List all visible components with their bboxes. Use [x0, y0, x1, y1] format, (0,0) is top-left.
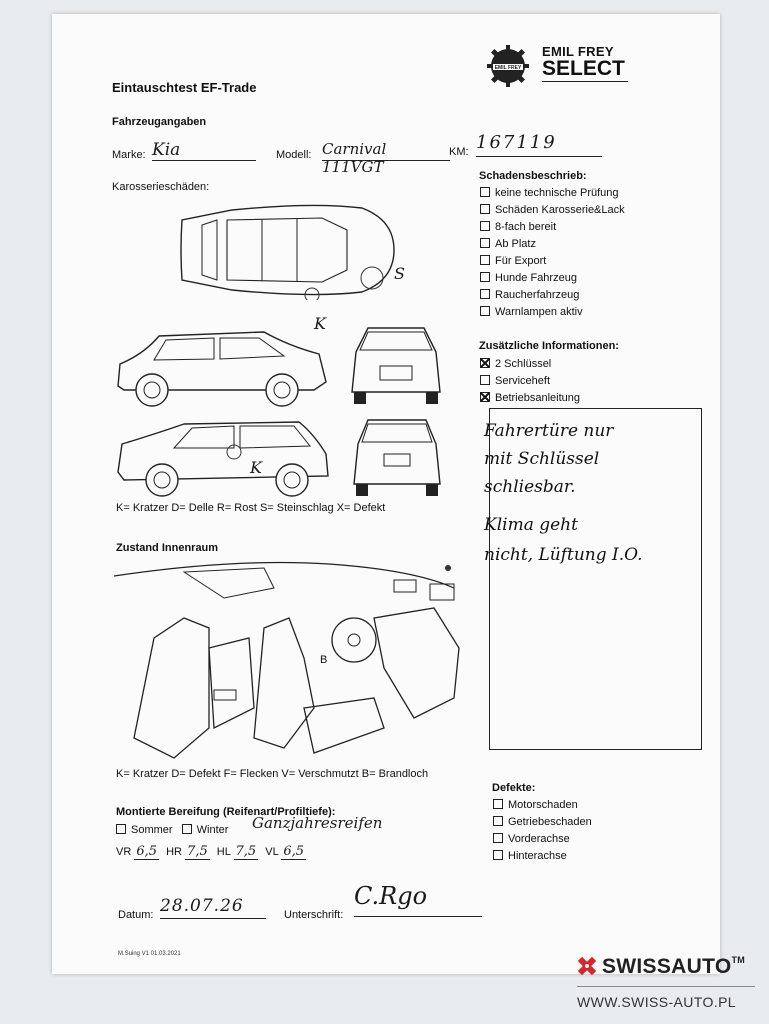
damage-item-smoker[interactable]: Raucherfahrzeug	[480, 289, 625, 301]
damage-item-no-tech-check[interactable]: keine technische Prüfung	[480, 187, 625, 199]
mark-s: S	[394, 264, 405, 283]
damage-item-dog-vehicle[interactable]: Hunde Fahrzeug	[480, 272, 625, 284]
info-item-service-book[interactable]: Serviceheft	[480, 375, 580, 387]
make-label: Marke:	[112, 149, 146, 161]
tire-type-handwritten: Ganzjahresreifen	[252, 814, 383, 832]
damage-desc-list: keine technische Prüfung Schäden Karosse…	[480, 187, 625, 323]
additional-info-list: 2 Schlüssel Serviceheft Betriebsanleitun…	[480, 358, 580, 409]
summer-option[interactable]: Sommer	[116, 824, 173, 836]
km-label: KM:	[449, 146, 469, 158]
swissauto-url[interactable]: WWW.SWISS-AUTO.PL	[577, 994, 736, 1010]
damage-desc-title: Schadensbeschrieb:	[479, 170, 587, 182]
winter-option[interactable]: Winter	[181, 824, 228, 836]
car-rear-view	[348, 414, 446, 503]
swissauto-cross-icon	[577, 956, 597, 976]
signature-label: Unterschrift:	[284, 909, 344, 921]
note-line-5: nicht, Lüftung I.O.	[484, 545, 643, 565]
defect-gearbox[interactable]: Getriebeschaden	[493, 816, 592, 828]
mark-b: B	[320, 654, 328, 666]
make-value: Kia	[152, 140, 256, 161]
car-front-view	[346, 322, 446, 411]
note-line-2: mit Schlüssel	[484, 449, 600, 469]
checkbox-checked[interactable]	[480, 358, 490, 368]
defects-title: Defekte:	[492, 782, 536, 794]
damage-item-export[interactable]: Für Export	[480, 255, 625, 267]
interior-legend: K= Kratzer D= Defekt F= Flecken V= Versc…	[116, 768, 429, 780]
date-label: Datum:	[118, 909, 154, 921]
car-top-view	[172, 200, 397, 305]
car-side-view-right	[114, 324, 330, 419]
note-line-1: Fahrertüre nur	[484, 421, 614, 441]
damage-item-8-fach[interactable]: 8-fach bereit	[480, 221, 625, 233]
damage-item-ab-platz[interactable]: Ab Platz	[480, 238, 625, 250]
inspection-form-sheet: Eintauschtest EF-Trade EMIL FREY EMIL FR…	[52, 14, 720, 974]
additional-info-title: Zusätzliche Informationen:	[479, 340, 619, 352]
body-damage-title: Karosserieschäden:	[112, 181, 210, 193]
note-line-3: schliesbar.	[484, 477, 576, 497]
defects-list: Motorschaden Getriebeschaden Vorderachse…	[493, 799, 592, 867]
vehicle-section-title: Fahrzeugangaben	[112, 116, 207, 128]
emil-frey-emblem: EMIL FREY	[486, 44, 530, 88]
car-side-view-left	[114, 414, 330, 509]
note-line-4: Klima geht	[484, 515, 578, 535]
body-damage-legend: K= Kratzer D= Delle R= Rost S= Steinschl…	[116, 502, 386, 514]
form-title: Eintauschtest EF-Trade	[112, 80, 257, 95]
tread-hr: 7,5	[185, 844, 210, 860]
tread-hl: 7,5	[233, 844, 259, 860]
checkbox-unchecked[interactable]	[480, 375, 490, 385]
km-value: 167119	[476, 132, 602, 157]
checkbox-checked[interactable]	[480, 392, 490, 402]
mark-k-side: K	[250, 458, 262, 477]
brand-logo: EMIL FREY SELECT	[542, 44, 628, 82]
defect-engine[interactable]: Motorschaden	[493, 799, 592, 811]
interior-diagram	[113, 558, 464, 775]
model-value: Carnival 111VGT	[322, 140, 450, 176]
mark-k-top: K	[314, 314, 326, 333]
form-version: M.Suing V1 01.03.2021	[118, 951, 181, 957]
tires-title: Montierte Bereifung (Reifenart/Profiltie…	[116, 806, 336, 818]
damage-item-body-paint[interactable]: Schäden Karosserie&Lack	[480, 204, 625, 216]
damage-item-warning-lights[interactable]: Warnlampen aktiv	[480, 306, 625, 318]
notes-box: Fahrertüre nur mit Schlüssel schliesbar.…	[484, 408, 702, 750]
svg-text:EMIL FREY: EMIL FREY	[495, 65, 522, 71]
defect-rear-axle[interactable]: Hinterachse	[493, 850, 592, 862]
tire-type-row: Sommer Winter	[116, 824, 228, 836]
model-label: Modell:	[276, 149, 312, 161]
defect-front-axle[interactable]: Vorderachse	[493, 833, 592, 845]
info-item-two-keys[interactable]: 2 Schlüssel	[480, 358, 580, 370]
brand-line1: EMIL FREY	[542, 44, 614, 59]
tread-depth-row: VR 6,5 HR 7,5 HL 7,5 VL 6,5	[116, 844, 307, 860]
swissauto-brand: SWISSAUTOTM	[602, 955, 746, 978]
interior-title: Zustand Innenraum	[116, 542, 219, 554]
tread-vl: 6,5	[281, 844, 307, 860]
info-item-manual[interactable]: Betriebsanleitung	[480, 392, 580, 404]
signature: C.Rgo	[354, 882, 482, 917]
date-value: 28.07.26	[160, 896, 266, 919]
brand-line2: SELECT	[542, 57, 625, 80]
tread-vr: 6,5	[134, 844, 160, 860]
